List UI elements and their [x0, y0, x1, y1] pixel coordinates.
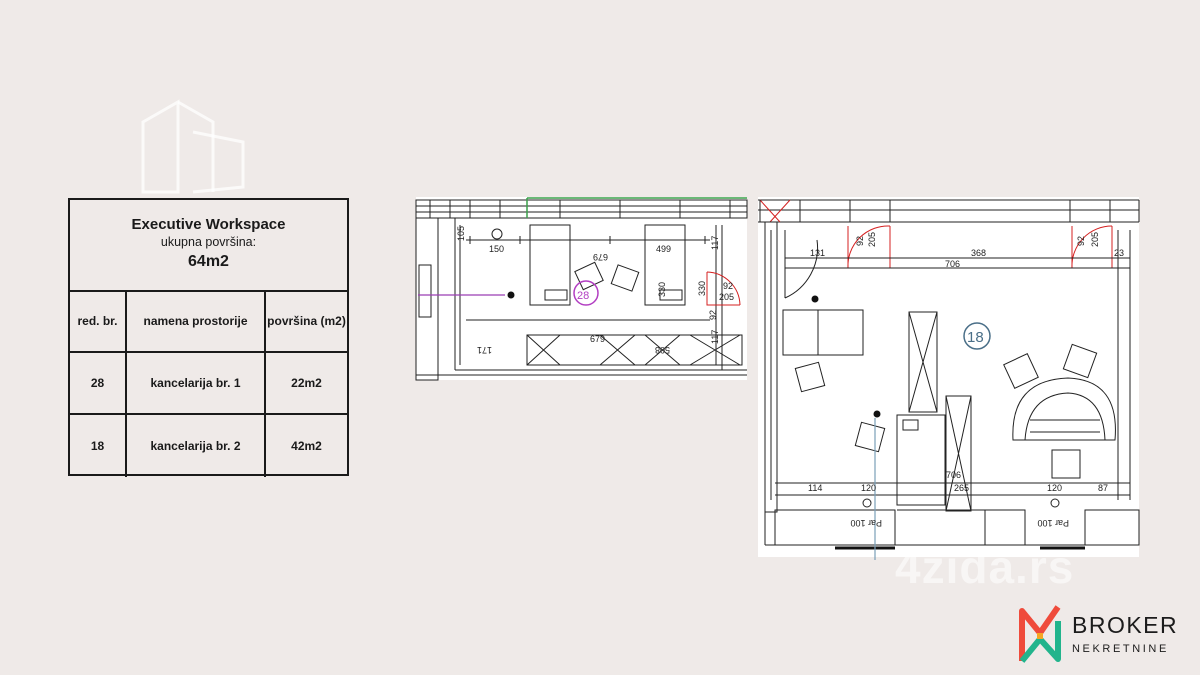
- dimension-label: 171: [477, 345, 492, 355]
- dimension-label: 92: [708, 310, 718, 320]
- dimension-label: 368: [971, 248, 986, 258]
- room-label: 28: [577, 290, 589, 302]
- dimension-label: 87: [1098, 483, 1108, 493]
- room-number-cell: 28: [70, 353, 127, 415]
- area-table-subtitle: ukupna površina:: [160, 235, 257, 249]
- area-table-total: 64m2: [188, 253, 229, 270]
- dimension-label: 120: [1047, 483, 1062, 493]
- room-label: 18: [967, 329, 984, 346]
- dimension-label: 205: [867, 232, 877, 247]
- column-header: površina (m2): [266, 292, 347, 353]
- dimension-label: 679: [593, 252, 608, 262]
- dimension-label: 706: [946, 470, 961, 480]
- dimension-label: 679: [590, 334, 605, 344]
- logo-sub-text: NEKRETNINE: [1072, 642, 1169, 655]
- column-header: namena prostorije: [127, 292, 266, 353]
- room-area-cell: 22m2: [266, 353, 347, 415]
- dimension-label: 23: [1114, 248, 1124, 258]
- area-table: Executive Workspace ukupna površina: 64m…: [68, 198, 349, 477]
- broker-logo-icon: [1019, 605, 1061, 663]
- par-label: Par 100: [850, 518, 882, 528]
- dimension-label: 706: [945, 259, 960, 269]
- room-name-cell: kancelarija br. 1: [127, 353, 266, 415]
- dimension-label: 92: [1076, 236, 1086, 246]
- watermark-logo-icon: [141, 99, 245, 194]
- dimension-label: 265: [954, 483, 969, 493]
- dimension-label: 120: [861, 483, 876, 493]
- dimension-label: 330: [657, 282, 667, 297]
- dimension-label: 330: [697, 281, 707, 296]
- broker-logo: BROKER NEKRETNINE: [1016, 603, 1178, 665]
- column-header: red. br.: [70, 292, 127, 353]
- dimension-label: 131: [810, 248, 825, 258]
- dimension-label: 508: [655, 345, 670, 355]
- logo-main-text: BROKER: [1072, 611, 1179, 638]
- dimension-label: 92: [723, 281, 733, 291]
- room-number-cell: 18: [70, 415, 127, 477]
- dimension-label: 92: [855, 236, 865, 246]
- par-label: Par 100: [1037, 518, 1069, 528]
- dimension-label: 105: [456, 226, 466, 241]
- dimension-label: 117: [710, 330, 720, 344]
- dimension-label: 114: [808, 483, 822, 493]
- area-table-header: Executive Workspace ukupna površina: 64m…: [70, 200, 347, 292]
- dimension-label: 205: [1090, 232, 1100, 247]
- dimension-label: 205: [719, 292, 734, 302]
- dimension-label: 150: [489, 244, 504, 254]
- dimension-label: 499: [656, 244, 671, 254]
- room-name-cell: kancelarija br. 2: [127, 415, 266, 477]
- area-table-title: Executive Workspace: [131, 216, 286, 233]
- dimension-label: 117: [710, 236, 720, 250]
- room-area-cell: 42m2: [291, 438, 322, 453]
